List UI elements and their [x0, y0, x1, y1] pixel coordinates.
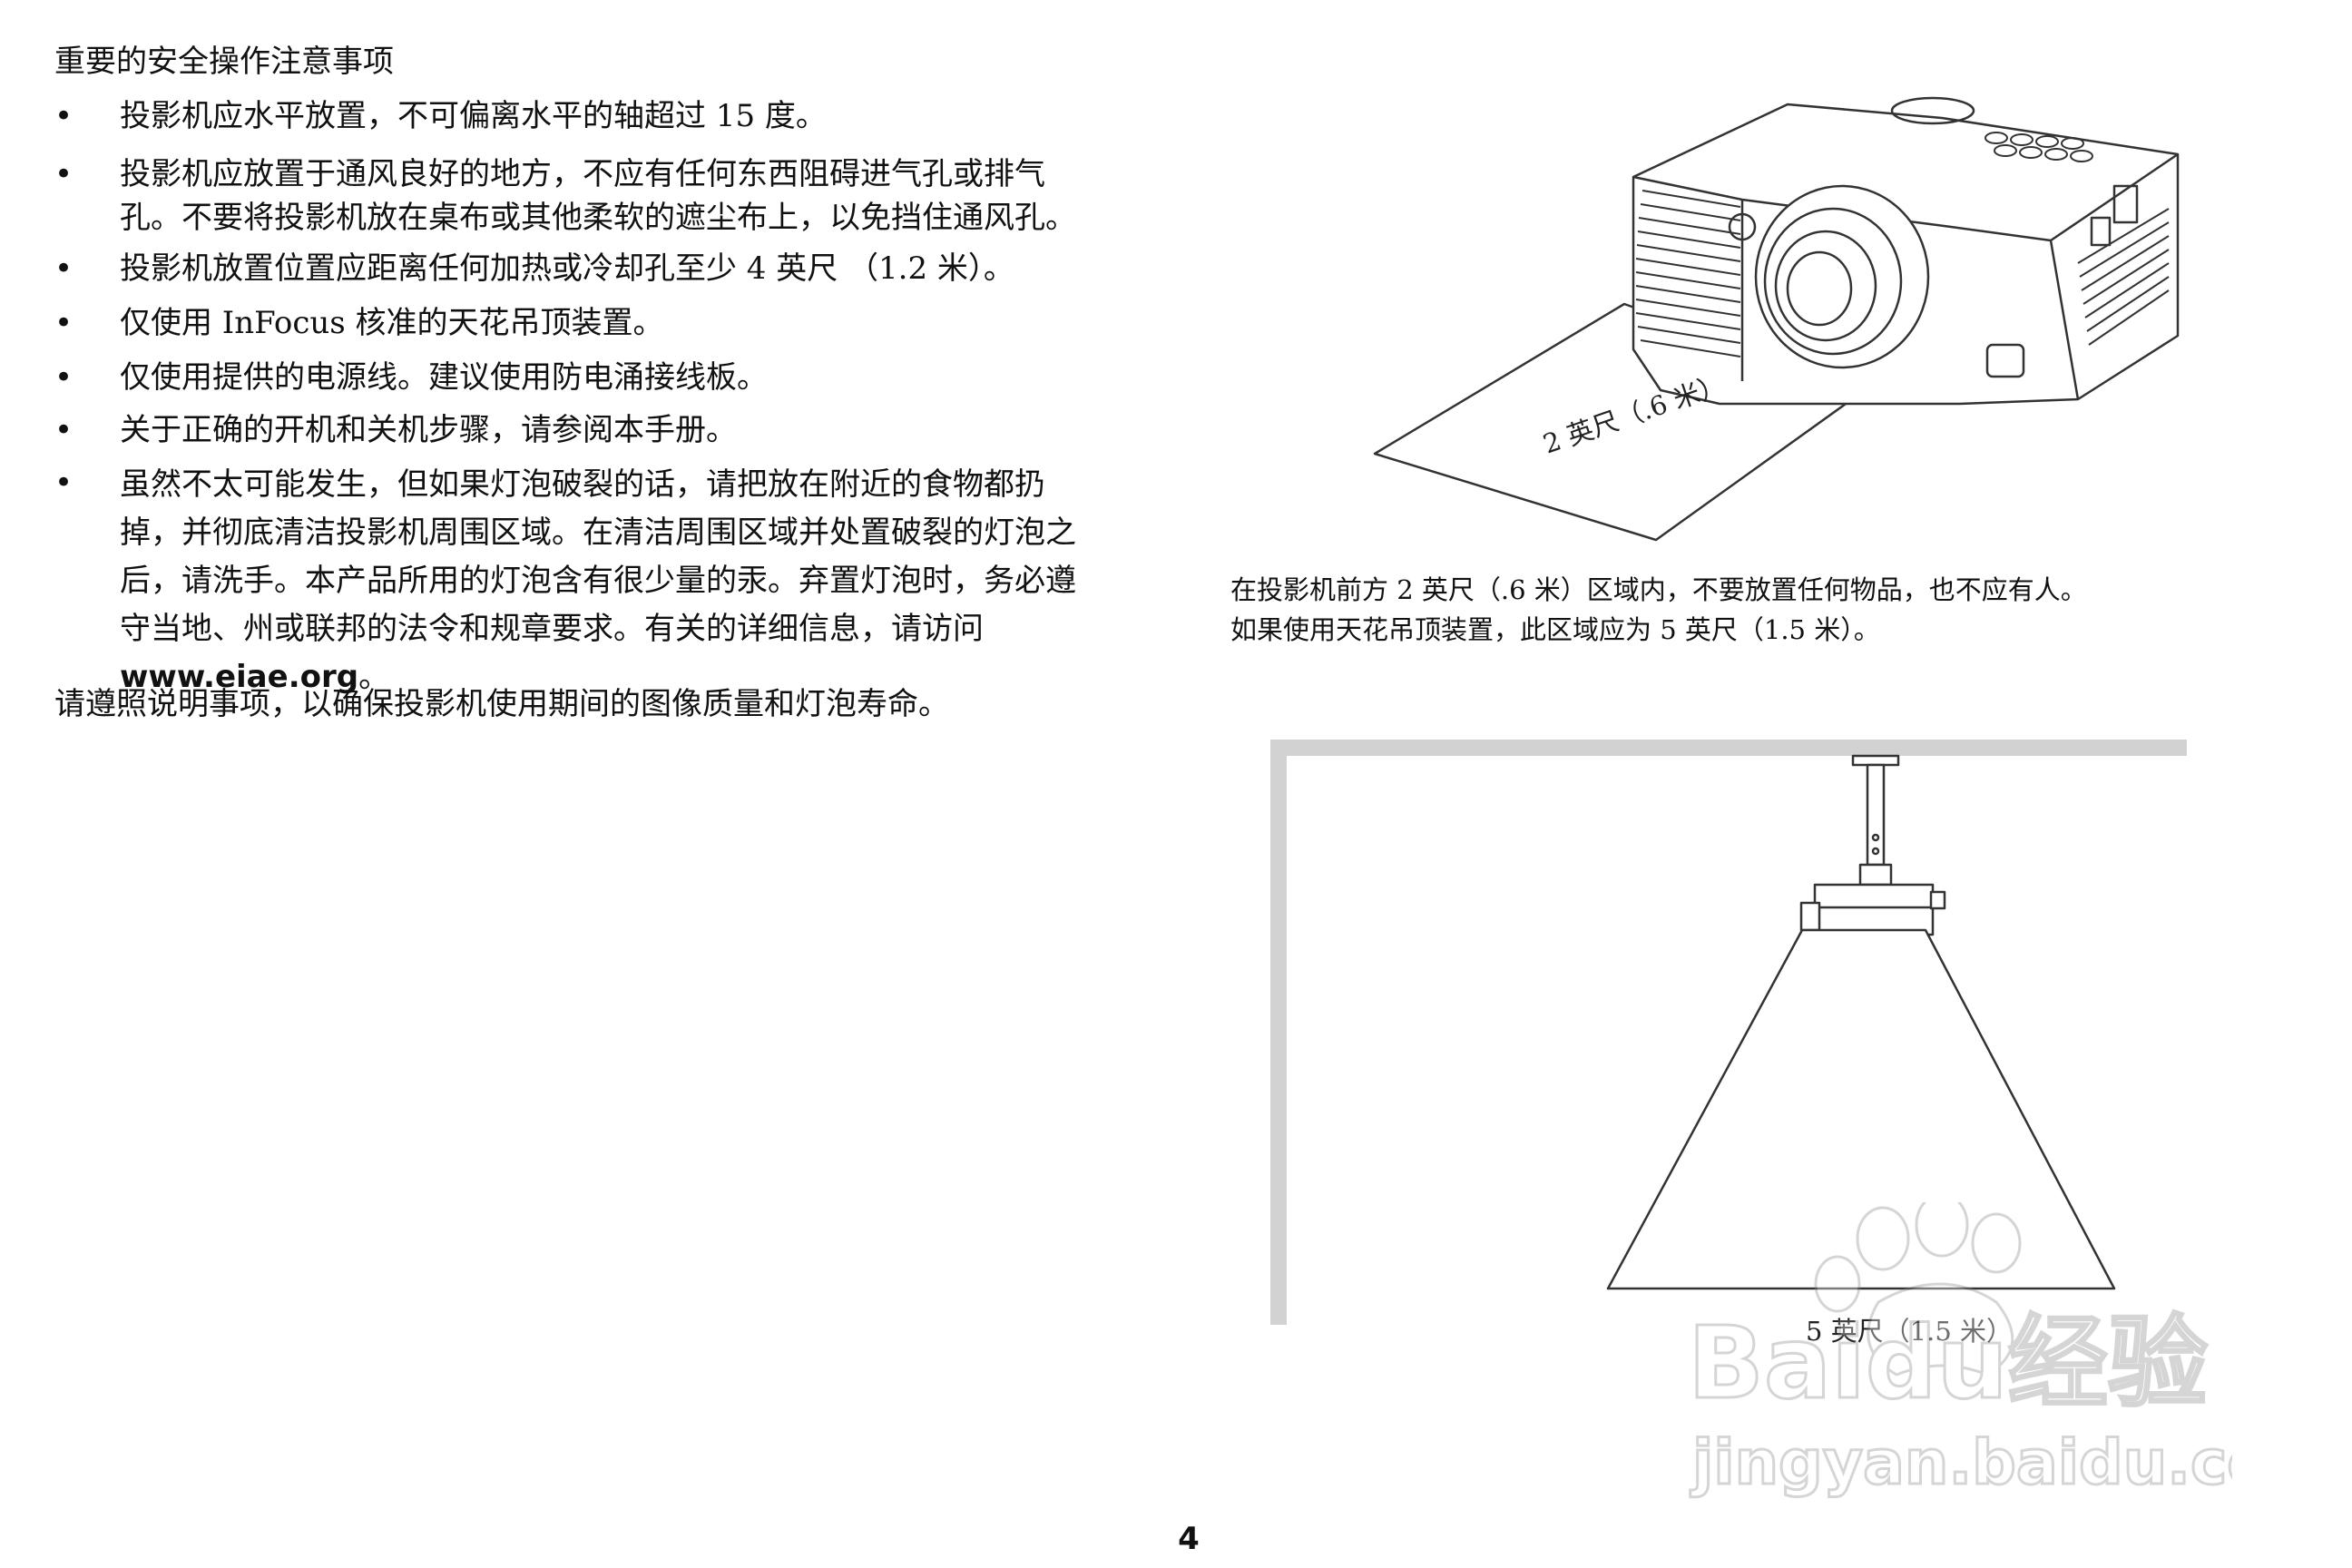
- clearance-label-5ft: 5 英尺（1.5 米）: [1806, 1316, 2013, 1347]
- bullet-marker: •: [54, 250, 74, 287]
- mount-plate: [1851, 754, 1900, 767]
- projector-clearance-figure: 2 英尺（.6 米）: [1373, 96, 2180, 542]
- bullet-text: 虽然不太可能发生，但如果灯泡破裂的话，请把放在附近的食物都扔: [120, 466, 1045, 503]
- mounted-projector: [1813, 883, 1935, 936]
- bullet-marker: •: [54, 359, 74, 396]
- page-number: 4: [1178, 1521, 1200, 1557]
- baidu-jingyan-watermark: Baidu经验 jingyan.baidu.com: [1687, 1202, 2232, 1501]
- bullet-marker: •: [54, 156, 74, 192]
- bullet-marker: •: [54, 98, 74, 134]
- section-heading: 重要的安全操作注意事项: [54, 44, 394, 80]
- closing-instruction: 请遵照说明事项，以确保投影机使用期间的图像质量和灯泡寿命。: [54, 686, 949, 722]
- bullet-marker: •: [54, 305, 74, 341]
- watermark-site-text: jingyan.baidu.com: [1690, 1427, 2232, 1499]
- bullet-text: 投影机应放置于通风良好的地方，不应有任何东西阻碍进气孔或排气: [120, 156, 1045, 192]
- caption-line: 如果使用天花吊顶装置，此区域应为 5 英尺（1.5 米）。: [1230, 614, 1880, 645]
- bullet-marker: •: [54, 465, 74, 501]
- bullet-text: 投影机放置位置应距离任何加热或冷却孔至少 4 英尺 （1.2 米）。: [120, 250, 1014, 287]
- ceiling: [1270, 740, 2187, 756]
- bullet-text: 孔。不要将投影机放在桌布或其他柔软的遮尘布上，以免挡住通风孔。: [120, 200, 1076, 236]
- bullet-text: 仅使用 InFocus 核准的天花吊顶装置。: [120, 305, 664, 341]
- caption-line: 在投影机前方 2 英尺（.6 米）区域内，不要放置任何物品，也不应有人。: [1230, 574, 2087, 605]
- speaker-grille: [1890, 96, 1975, 125]
- clearance-cone: [1606, 928, 2116, 1290]
- watermark-logo-text: Baidu经验: [1688, 1305, 2208, 1421]
- bullet-text: 守当地、州或联邦的法令和规章要求。有关的详细信息，请访问: [120, 611, 984, 647]
- bullet-text: 后，请洗手。本产品所用的灯泡含有很少量的汞。弃置灯泡时，务必遵: [120, 563, 1076, 599]
- bullet-text: 关于正确的开机和关机步骤，请参阅本手册。: [120, 412, 737, 448]
- eiae-link[interactable]: www.eiae.org: [120, 659, 359, 695]
- mount-pole: [1866, 763, 1886, 867]
- bullet-text: 投影机应水平放置，不可偏离水平的轴超过 15 度。: [120, 98, 827, 134]
- bullet-text: 仅使用提供的电源线。建议使用防电涌接线板。: [120, 359, 768, 396]
- bullet-marker: •: [54, 412, 74, 448]
- ceiling-mount-figure: 5 英尺（1.5 米）: [1270, 740, 2187, 1347]
- lens-outer: [1754, 184, 1930, 369]
- url-suffix: 。: [358, 659, 390, 695]
- wall: [1270, 740, 1287, 1325]
- figure-caption: 在投影机前方 2 英尺（.6 米）区域内，不要放置任何物品，也不应有人。 如果使…: [1230, 570, 2087, 650]
- paw-icon: [1814, 1202, 2022, 1377]
- bullet-text: 掉，并彻底清洁投影机周围区域。在清洁周围区域并处置破裂的灯泡之: [120, 514, 1076, 551]
